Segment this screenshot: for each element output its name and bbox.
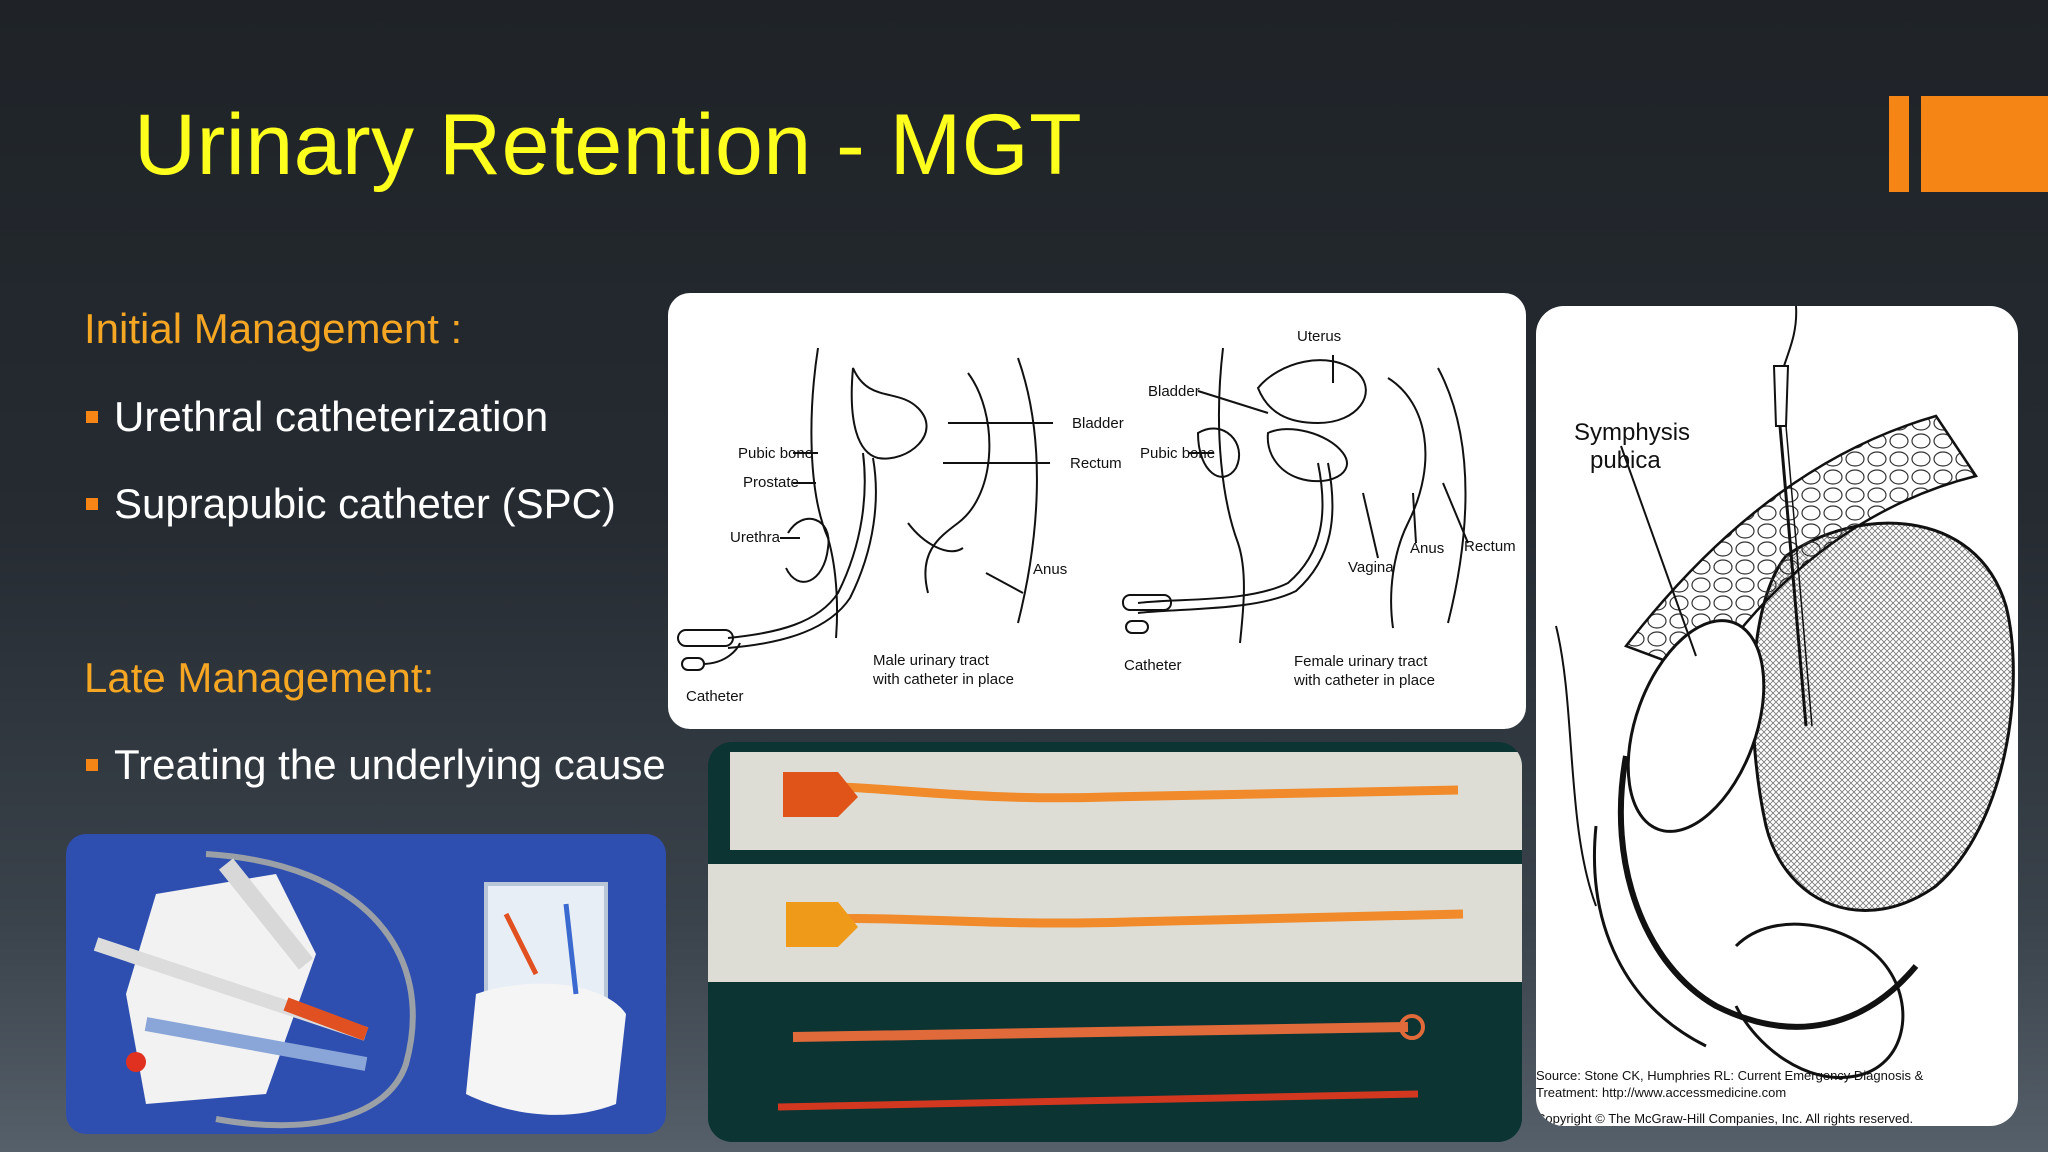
suprapubic-catheter-illustration: Symphysis pubica Source: Stone CK, Humph… — [1536, 306, 2018, 1126]
source-line3: Copyright © The McGraw-Hill Companies, I… — [1536, 1111, 1913, 1126]
bullet-text: Suprapubic catheter (SPC) — [114, 480, 616, 527]
slide-title: Urinary Retention - MGT — [134, 97, 1083, 193]
suprapubic-drawing: Symphysis pubica Source: Stone CK, Humph… — [1536, 306, 2015, 1126]
urinary-tract-diagram: Bladder Pubic bone Prostate Rectum Ureth… — [668, 293, 1526, 729]
urinary-tract-drawing: Bladder Pubic bone Prostate Rectum Ureth… — [677, 328, 1516, 705]
catheters-drawing — [708, 752, 1522, 1111]
bullet-text: Urethral catheterization — [114, 393, 549, 440]
late-management-heading: Late Management: — [84, 654, 435, 701]
label-catheter-female: Catheter — [1124, 657, 1182, 674]
caption-male-line1: Male urinary tract — [873, 652, 990, 669]
label-pubic-bone-male: Pubic bone — [738, 445, 813, 462]
source-line1: Source: Stone CK, Humphries RL: Current … — [1536, 1068, 1924, 1083]
label-bladder-male: Bladder — [1072, 415, 1124, 432]
label-rectum-female: Rectum — [1464, 538, 1516, 555]
foley-catheters-photo — [708, 742, 1522, 1142]
label-prostate: Prostate — [743, 474, 799, 491]
bullet-suprapubic-catheter: Suprapubic catheter (SPC) — [86, 480, 616, 528]
bullet-marker — [86, 411, 98, 423]
source-line2: Treatment: http://www.accessmedicine.com — [1536, 1085, 1786, 1100]
bullet-text: Treating the underlying cause — [114, 741, 666, 788]
accent-bar-wide — [1921, 96, 2048, 192]
label-anus-male: Anus — [1033, 561, 1067, 578]
label-symphysis: Symphysis — [1574, 419, 1690, 446]
bullet-treating-underlying-cause: Treating the underlying cause — [86, 741, 666, 789]
label-catheter-male: Catheter — [686, 688, 744, 705]
caption-female-line2: with catheter in place — [1293, 672, 1435, 689]
label-vagina: Vagina — [1348, 559, 1394, 576]
catheterization-kit-photo — [66, 834, 666, 1134]
kit-drawing — [93, 851, 626, 1129]
label-rectum-male: Rectum — [1070, 455, 1122, 472]
label-uterus: Uterus — [1297, 328, 1341, 345]
label-bladder-female: Bladder — [1148, 383, 1200, 400]
caption-male-line2: with catheter in place — [872, 671, 1014, 688]
caption-female-line1: Female urinary tract — [1294, 653, 1428, 670]
bullet-marker — [86, 759, 98, 771]
bullet-marker — [86, 498, 98, 510]
label-urethra: Urethra — [730, 529, 781, 546]
label-pubic-bone-female: Pubic bone — [1140, 445, 1215, 462]
label-anus-female: Anus — [1410, 540, 1444, 557]
accent-bar-thin — [1889, 96, 1909, 192]
label-pubica: pubica — [1590, 447, 1661, 474]
bullet-urethral-catheterization: Urethral catheterization — [86, 393, 548, 441]
initial-management-heading: Initial Management : — [84, 305, 463, 352]
